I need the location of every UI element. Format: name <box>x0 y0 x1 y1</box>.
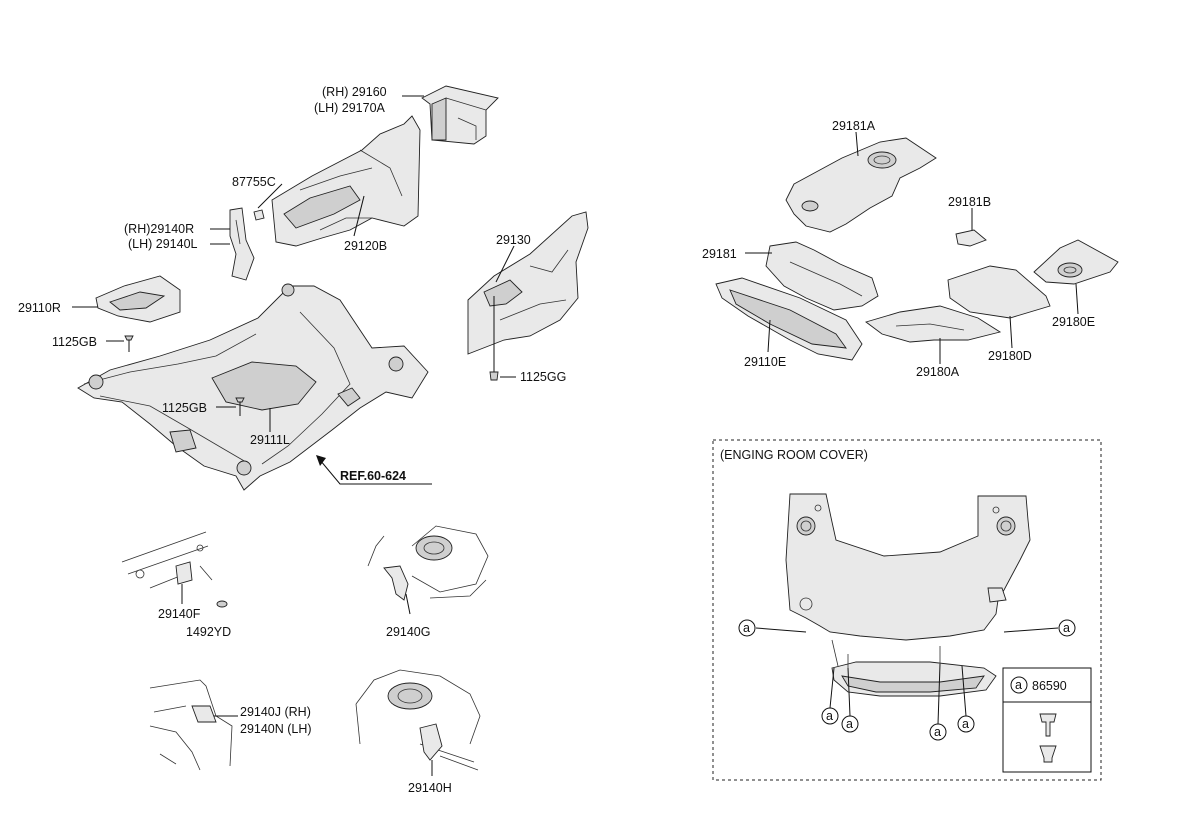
bolt-1125gg-part <box>489 296 499 381</box>
callout-a-bottom-4: a <box>957 665 975 733</box>
subframe-crossmember-part <box>77 283 429 491</box>
detail-29140f-view <box>121 531 228 608</box>
shield-29160-part <box>421 85 499 145</box>
cover-29181-part <box>765 241 879 311</box>
svg-text:a: a <box>1063 621 1070 635</box>
label-1125gb-lower: 1125GB <box>162 401 207 415</box>
callout-a-left: a <box>738 619 807 637</box>
label-29140f: 29140F <box>158 607 201 621</box>
bracket-29140r-part <box>229 207 255 281</box>
label-1125gg: 1125GG <box>520 370 566 384</box>
label-29180a: 29180A <box>916 365 960 379</box>
label-29140g: 29140G <box>386 625 430 639</box>
bolt-1125gb-upper-part <box>124 335 134 352</box>
cover-29180d-part <box>947 265 1051 319</box>
engine-room-cover-title: (ENGING ROOM COVER) <box>720 448 868 462</box>
label-29140n: 29140N (LH) <box>240 722 312 736</box>
svg-text:a: a <box>826 709 833 723</box>
svg-text:a: a <box>743 621 750 635</box>
label-29170a: (LH) 29170A <box>314 101 386 115</box>
detail-29140h-view <box>355 669 481 771</box>
callout-a-bottom-3: a <box>929 663 947 741</box>
label-29181: 29181 <box>702 247 737 261</box>
label-29110r: 29110R <box>18 301 61 315</box>
svg-text:a: a <box>962 717 969 731</box>
label-29160: (RH) 29160 <box>322 85 387 99</box>
legend-callout-letter: a <box>1015 678 1022 692</box>
label-ref-60-624: REF.60-624 <box>340 469 406 483</box>
label-1492yd: 1492YD <box>186 625 231 639</box>
clip-29181b-part <box>955 229 987 247</box>
label-29140l: (LH) 29140L <box>128 237 198 251</box>
callout-a-bottom-2: a <box>841 667 859 733</box>
label-1125gb-upper: 1125GB <box>52 335 97 349</box>
callout-a-right: a <box>1003 619 1076 637</box>
cover-29110e-part <box>715 277 863 361</box>
label-29111l: 29111L <box>250 433 290 447</box>
bracket-29120b-part <box>271 115 421 247</box>
cover-29180a-part <box>865 305 1002 343</box>
label-29130: 29130 <box>496 233 531 247</box>
engine-room-cover-frame <box>712 439 1102 781</box>
legend-part-number: 86590 <box>1032 679 1067 693</box>
label-29140j: 29140J (RH) <box>240 705 311 719</box>
mount-29110r-part <box>95 275 181 323</box>
label-29140h: 29140H <box>408 781 452 795</box>
bolt-1125gb-lower-part <box>235 397 245 416</box>
detail-29140g-view <box>367 525 489 601</box>
legend-box-86590: a 86590 <box>1002 667 1092 773</box>
svg-text:a: a <box>846 717 853 731</box>
label-29180e: 29180E <box>1052 315 1095 329</box>
detail-29140j-view <box>149 679 233 771</box>
cover-29180e-part <box>1033 239 1119 285</box>
label-29110e: 29110E <box>744 355 786 369</box>
callout-a-bottom-1: a <box>821 667 839 725</box>
label-29181b: 29181B <box>948 195 991 209</box>
front-skid-plate-part <box>831 639 997 697</box>
label-29181a: 29181A <box>832 119 876 133</box>
label-87755c: 87755C <box>232 175 276 189</box>
svg-text:a: a <box>934 725 941 739</box>
engine-room-cover-part <box>785 493 1031 641</box>
label-29180d: 29180D <box>988 349 1032 363</box>
clip-87755c-part <box>253 209 265 221</box>
label-29120b: 29120B <box>344 239 387 253</box>
label-29140r: (RH)29140R <box>124 222 194 236</box>
cover-29181a-part <box>785 137 937 233</box>
